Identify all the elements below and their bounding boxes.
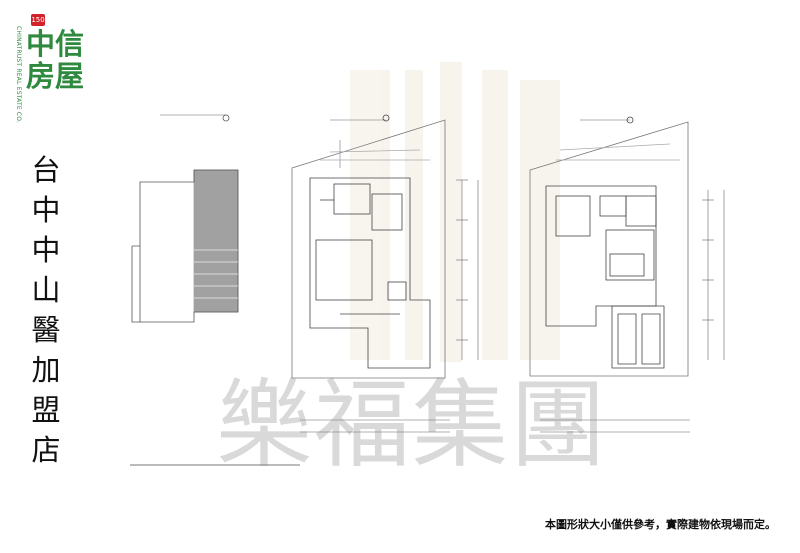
store-char: 山 [31,273,61,307]
dimension-lines-right [540,190,725,433]
ground-floor-plan [529,116,689,377]
store-char: 盟 [31,393,61,427]
logo-name: 中信房屋 [26,27,85,93]
logo-subtitle: CHINATRUST REAL ESTATE CO. [15,26,22,124]
dimension-lines [300,179,479,433]
store-name: 台 中 中 山 醫 加 盟 店 [26,150,66,470]
upper-floor-plan [291,114,446,379]
store-char: 中 [31,233,61,267]
background-building-mark [350,62,560,362]
store-char: 中 [31,193,61,227]
brand-logo: 150 CHINATRUST REAL ESTATE CO. 中信房屋 [6,10,96,130]
roof-plan [131,114,239,323]
store-char: 店 [31,433,61,467]
logo-emblem-icon: 150 [31,14,45,26]
store-char: 台 [31,153,61,187]
disclaimer-text: 本圖形狀大小僅供參考，實際建物依現場而定。 [545,518,776,531]
store-char: 加 [31,353,61,387]
store-char: 醫 [31,313,61,347]
